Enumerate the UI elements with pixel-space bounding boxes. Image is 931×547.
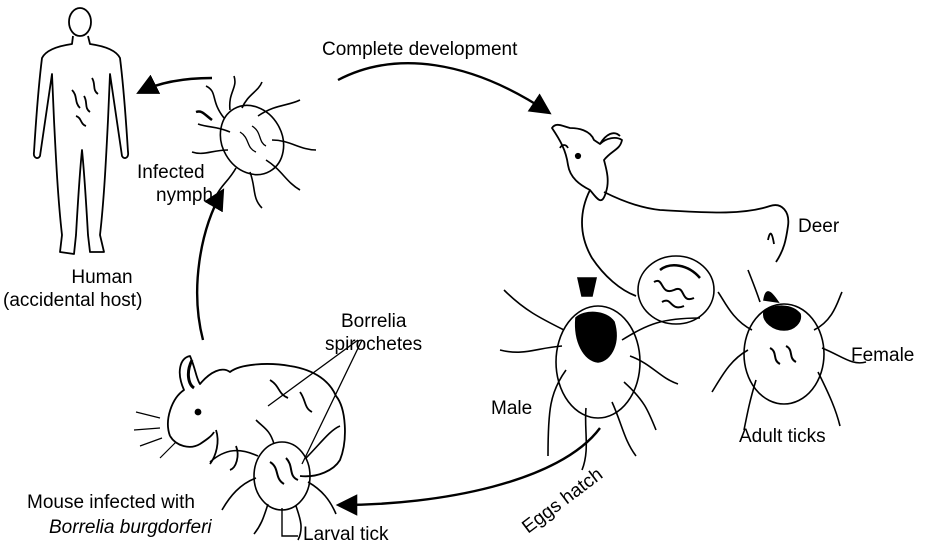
arrow-nymph-to-human bbox=[140, 78, 212, 92]
label-mouse-infected-with: Mouse infected with bbox=[27, 492, 195, 514]
label-nymph: nymph bbox=[156, 185, 213, 207]
label-spirochetes: spirochetes bbox=[325, 334, 422, 356]
label-male: Male bbox=[491, 398, 532, 420]
arrow-complete-development bbox=[338, 63, 548, 112]
label-human: Human bbox=[57, 267, 147, 289]
label-borrelia-burgdorferi: Borrelia burgdorferi bbox=[49, 517, 212, 539]
arrow-larva-to-nymph bbox=[197, 192, 222, 340]
label-larval-tick: Larval tick bbox=[303, 524, 389, 546]
larval-tick-icon bbox=[210, 420, 340, 540]
female-tick-icon bbox=[712, 270, 866, 430]
engorged-tick-icon bbox=[638, 256, 714, 324]
label-borrelia: Borrelia bbox=[341, 311, 406, 333]
mouse-icon bbox=[134, 356, 345, 476]
deer-icon bbox=[552, 125, 788, 296]
label-infected: Infected bbox=[137, 162, 205, 184]
male-tick-icon bbox=[500, 278, 700, 470]
label-adult-ticks: Adult ticks bbox=[739, 426, 826, 448]
label-female: Female bbox=[851, 345, 914, 367]
label-deer: Deer bbox=[798, 216, 839, 238]
label-accidental-host: (accidental host) bbox=[3, 290, 142, 312]
label-complete-development: Complete development bbox=[322, 39, 517, 61]
human-figure-icon bbox=[34, 8, 128, 254]
